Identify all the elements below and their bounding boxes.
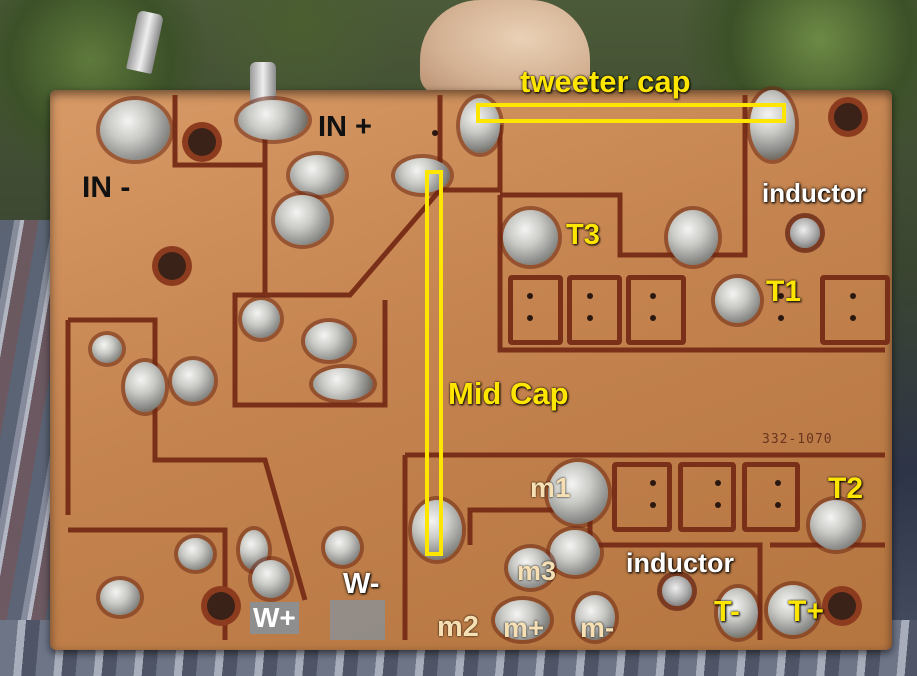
via-hole (715, 502, 721, 508)
solder-joint (508, 548, 553, 588)
solder-joint (92, 335, 122, 363)
solder-joint (715, 278, 760, 323)
pcb-pad (567, 275, 622, 345)
mounting-hole (834, 103, 862, 131)
mounting-hole (207, 592, 235, 620)
label-in-minus: IN - (82, 171, 131, 204)
via-hole (778, 315, 784, 321)
label-m-plus: m+ (503, 612, 545, 643)
solder-joint (460, 98, 500, 153)
label-t-minus: T- (714, 596, 740, 628)
inductor-screw (790, 218, 820, 248)
via-hole (775, 480, 781, 486)
solder-joint (412, 500, 462, 560)
mounting-hole (828, 592, 856, 620)
label-inductor-bottom: inductor (626, 548, 734, 578)
via-hole (850, 315, 856, 321)
solder-joint (575, 595, 615, 640)
solder-joint (495, 600, 550, 640)
label-w-minus: W- (343, 568, 380, 600)
solder-joint (325, 530, 360, 565)
board-part-number: 332-1070 (762, 432, 833, 447)
pcb-pad (678, 462, 736, 532)
label-tweeter-cap: tweeter cap (520, 64, 691, 99)
via-hole (850, 293, 856, 299)
solder-joint (718, 588, 758, 638)
solder-joint (290, 155, 345, 195)
mounting-hole (188, 128, 216, 156)
mid-cap-outline (425, 170, 443, 556)
via-hole (650, 480, 656, 486)
via-hole (778, 293, 784, 299)
solder-joint (100, 100, 170, 160)
holding-thumb (420, 0, 590, 95)
solder-joint (100, 580, 140, 615)
solder-joint (238, 100, 308, 140)
via-hole (775, 502, 781, 508)
via-hole (650, 502, 656, 508)
label-m-minus: m- (580, 612, 615, 643)
pcb-pad (508, 275, 563, 345)
solder-joint (750, 90, 795, 160)
label-w-plus: W+ (250, 602, 299, 634)
tweeter-cap-outline (476, 103, 786, 123)
pcb-pad (742, 462, 800, 532)
pcb-pad (612, 462, 672, 532)
label-m3: m3 (517, 556, 557, 586)
label-mid-cap: Mid Cap (448, 376, 569, 411)
via-hole (587, 315, 593, 321)
solder-joint (810, 500, 862, 550)
label-t1: T1 (766, 275, 802, 308)
solder-joint (503, 210, 558, 265)
via-hole (650, 293, 656, 299)
via-hole (527, 293, 533, 299)
mounting-hole (158, 252, 186, 280)
pcb-pad (820, 275, 890, 345)
pcb-pad (626, 275, 686, 345)
via-hole (715, 480, 721, 486)
label-t2: T2 (828, 472, 864, 505)
solder-joint (178, 538, 213, 570)
label-t3: T3 (566, 219, 600, 251)
solder-joint (668, 210, 718, 265)
label-inductor-top: inductor (762, 178, 866, 208)
w-minus-patch (330, 600, 385, 640)
inductor-screw (662, 576, 692, 606)
solder-joint (548, 462, 608, 524)
solder-joint (275, 195, 330, 245)
via-hole (587, 293, 593, 299)
via-hole (432, 130, 438, 136)
label-m2: m2 (437, 611, 479, 643)
solder-joint (550, 530, 600, 575)
via-hole (527, 315, 533, 321)
label-m1: m1 (530, 472, 571, 503)
label-t-plus: T+ (788, 595, 824, 628)
solder-joint (242, 300, 280, 338)
spade-terminal (250, 62, 276, 107)
solder-joint (305, 322, 353, 360)
via-hole (650, 315, 656, 321)
solder-joint (125, 362, 165, 412)
label-in-plus: IN + (318, 111, 372, 143)
solder-joint (252, 560, 290, 598)
solder-joint (768, 585, 818, 635)
solder-joint (313, 368, 373, 400)
solder-joint (172, 360, 214, 402)
